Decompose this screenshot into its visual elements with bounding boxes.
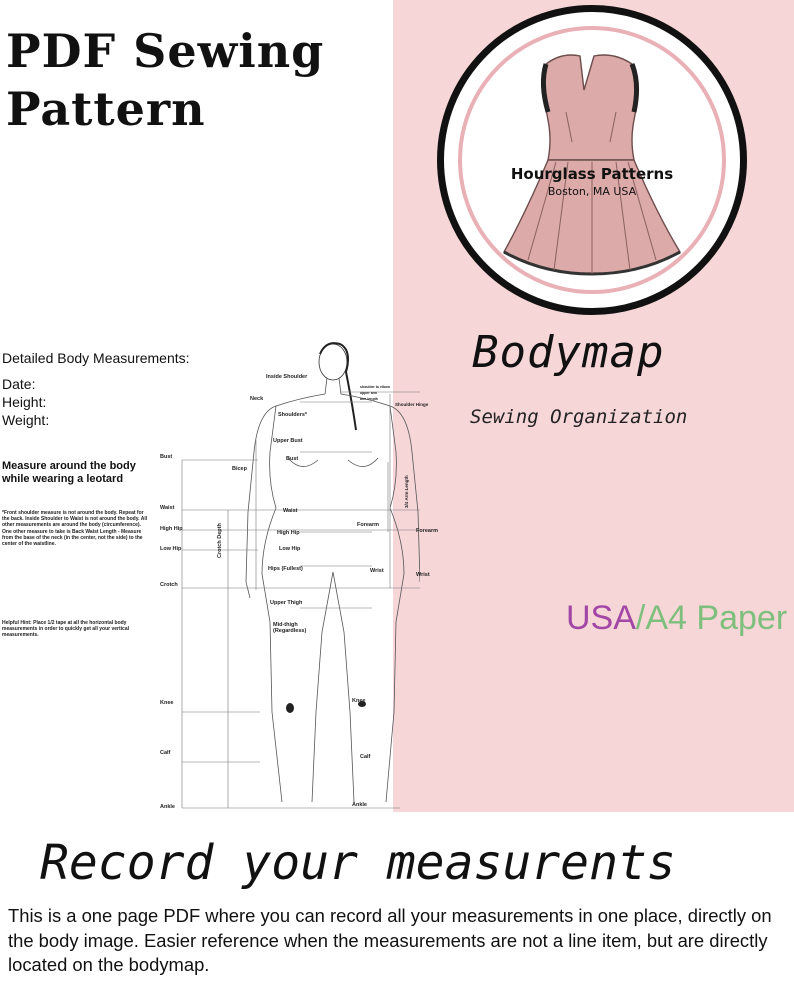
label-low-hip-left: Low Hip xyxy=(160,546,182,552)
measure-notes: *Front shoulder measure is not around th… xyxy=(2,510,148,548)
paper-usa: USA xyxy=(566,599,636,637)
label-knee-right: Knee xyxy=(352,698,366,704)
paper-a4: A4 Paper xyxy=(645,599,788,637)
label-knee-left: Knee xyxy=(160,700,174,706)
label-mid-thigh: Mid-thigh (Regardless) xyxy=(273,622,307,634)
label-small-1: shoulder to elbow xyxy=(360,385,390,389)
label-calf-right: Calf xyxy=(360,754,371,760)
paper-size-label: USA/A4 Paper xyxy=(566,596,787,640)
logo-inner-ring xyxy=(458,26,726,294)
label-bust-center: Bust xyxy=(286,456,299,462)
label-waist-left: Waist xyxy=(160,505,175,511)
label-inside-shoulder: Inside Shoulder xyxy=(266,374,308,380)
brand-logo: Hourglass Patterns Boston, MA USA xyxy=(437,5,747,315)
logo-location: Boston, MA USA xyxy=(547,185,637,198)
label-wrist-inner: Wrist xyxy=(370,568,384,574)
record-title: Record your measurents xyxy=(40,835,676,891)
label-bicep: Bicep xyxy=(232,466,247,472)
label-upper-thigh: Upper Thigh xyxy=(270,600,303,606)
label-waist-center: Waist xyxy=(283,508,298,514)
label-crotch-depth: Crotch Depth xyxy=(217,523,223,558)
label-neck: Neck xyxy=(250,396,264,402)
helpful-hint: Helpful Hint: Place 1/2 tape at all the … xyxy=(2,620,129,639)
label-ankle-left: Ankle xyxy=(160,804,175,810)
label-calf-left: Calf xyxy=(160,750,171,756)
logo-brand-name: Hourglass Patterns xyxy=(510,165,674,183)
height-field: Height: xyxy=(2,394,47,410)
label-wrist-outer: Wrist xyxy=(416,572,430,578)
body-figure xyxy=(181,342,420,809)
description-paragraph: This is a one page PDF where you can rec… xyxy=(8,905,772,975)
label-arm-length: 3/4 Arm Length xyxy=(404,475,409,508)
peplum-top-illustration xyxy=(503,54,681,276)
label-hips-fullest: Hips (Fullest) xyxy=(268,566,303,572)
label-bust-left: Bust xyxy=(160,454,173,460)
measurement-sheet: Detailed Body Measurements: Date: Height… xyxy=(0,332,428,816)
bodymap-title: Bodymap xyxy=(472,327,665,378)
label-forearm-outer: Forearm xyxy=(416,528,439,534)
label-high-hip-center: High Hip xyxy=(277,530,300,536)
label-crotch: Crotch xyxy=(160,582,178,588)
paper-slash: / xyxy=(635,599,646,637)
label-small-3: arm length xyxy=(360,397,378,401)
sheet-heading: Detailed Body Measurements: xyxy=(2,350,190,366)
weight-field: Weight: xyxy=(2,412,50,428)
label-low-hip-center: Low Hip xyxy=(279,546,301,552)
measure-instruction: Measure around the body while wearing a … xyxy=(2,460,136,485)
label-shoulder-hinge: Shoulder Hinge xyxy=(395,402,429,407)
bodymap-subtitle: Sewing Organization xyxy=(470,406,688,428)
label-shoulders: Shoulders* xyxy=(278,412,308,418)
page-title: PDF Sewing Pattern xyxy=(6,24,325,136)
label-forearm-inner: Forearm xyxy=(357,522,380,528)
label-upper-bust: Upper Bust xyxy=(273,438,303,444)
date-field: Date: xyxy=(2,376,36,392)
label-ankle-right: Ankle xyxy=(352,802,367,808)
label-high-hip-left: High Hip xyxy=(160,526,183,532)
label-small-2: upper arm xyxy=(360,391,378,395)
